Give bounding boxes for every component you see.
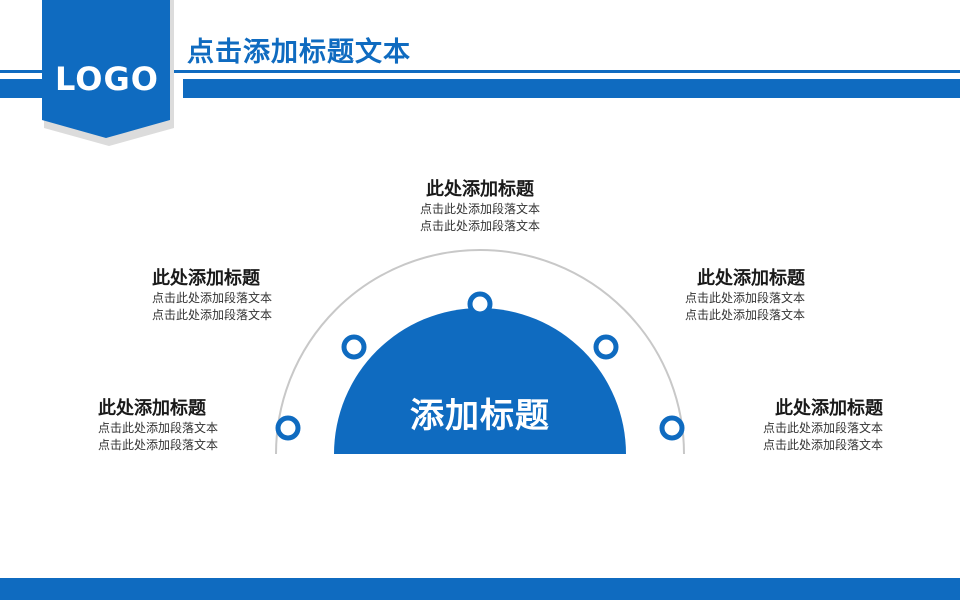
item-text-line: 点击此处添加段落文本	[684, 291, 805, 305]
outer-arc	[275, 249, 685, 455]
item-text-line: 点击此处添加段落文本	[152, 308, 273, 322]
node-marker-4	[593, 334, 619, 360]
item-title: 此处添加标题	[697, 268, 805, 289]
node-marker-5	[659, 415, 685, 441]
logo-badge	[42, 0, 174, 146]
item-title: 此处添加标题	[98, 398, 206, 419]
item-text-line: 点击此处添加段落文本	[762, 438, 883, 452]
item-text-line: 点击此处添加段落文本	[98, 438, 219, 452]
center-semicircle	[334, 308, 626, 454]
item-4: 此处添加标题 点击此处添加段落文本 点击此处添加段落文本	[585, 268, 805, 324]
item-title: 此处添加标题	[775, 398, 883, 419]
item-text-line: 点击此处添加段落文本	[762, 421, 883, 435]
item-5: 此处添加标题 点击此处添加段落文本 点击此处添加段落文本	[663, 398, 883, 454]
footer-bar	[0, 578, 960, 600]
center-title: 添加标题	[410, 396, 550, 436]
header-left-bar	[0, 79, 42, 98]
item-text-line: 点击此处添加段落文本	[152, 291, 273, 305]
item-1: 此处添加标题 点击此处添加段落文本 点击此处添加段落文本	[98, 398, 318, 454]
item-text-line: 点击此处添加段落文本	[419, 202, 540, 216]
item-2: 此处添加标题 点击此处添加段落文本 点击此处添加段落文本	[152, 268, 372, 324]
header-thick-bar	[183, 79, 960, 98]
node-marker-1	[275, 415, 301, 441]
item-text-line: 点击此处添加段落文本	[98, 421, 219, 435]
slide-title: 点击添加标题文本	[187, 37, 411, 68]
node-marker-3	[467, 291, 493, 317]
node-marker-2	[341, 334, 367, 360]
item-3: 此处添加标题 点击此处添加段落文本 点击此处添加段落文本	[370, 179, 590, 235]
item-title: 此处添加标题	[426, 179, 534, 200]
item-text-line: 点击此处添加段落文本	[419, 219, 540, 233]
item-title: 此处添加标题	[152, 268, 260, 289]
header-thin-line	[0, 70, 960, 73]
logo-text: LOGO	[55, 60, 159, 98]
item-text-line: 点击此处添加段落文本	[684, 308, 805, 322]
